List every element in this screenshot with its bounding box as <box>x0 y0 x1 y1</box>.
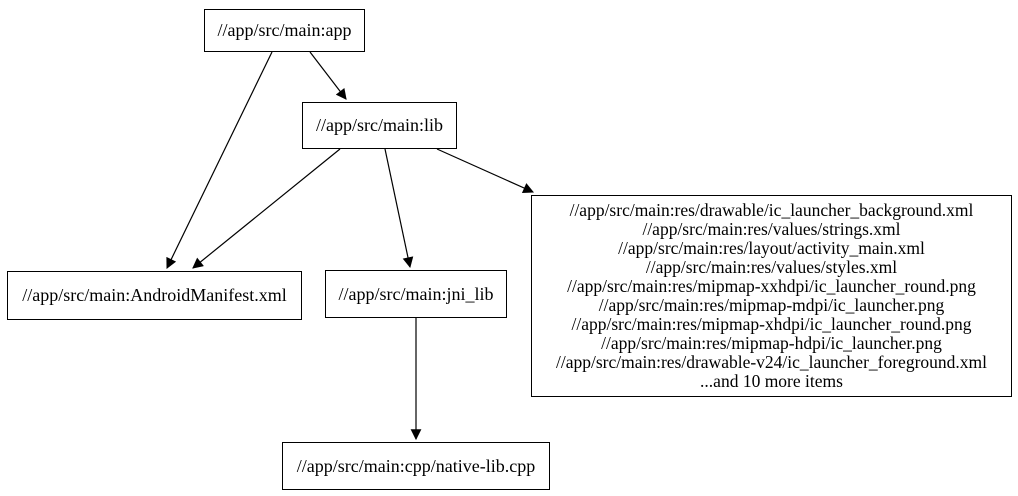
res-file-line: //app/src/main:res/mipmap-xxhdpi/ic_laun… <box>567 276 976 296</box>
edge-lib-to-manifest <box>192 148 341 269</box>
res-file-line: //app/src/main:res/values/styles.xml <box>645 257 898 277</box>
res-file-line: //app/src/main:res/layout/activity_main.… <box>618 238 925 258</box>
edge-app-to-lib <box>309 51 347 100</box>
node-jni-lib-target: //app/src/main:jni_lib <box>325 270 507 318</box>
node-res-group: //app/src/main:res/drawable/ic_launcher_… <box>531 195 1012 397</box>
node-lib-target: //app/src/main:lib <box>302 102 457 149</box>
res-file-line: //app/src/main:res/drawable/ic_launcher_… <box>569 200 974 220</box>
node-android-manifest: //app/src/main:AndroidManifest.xml <box>7 271 302 320</box>
res-file-line: //app/src/main:res/mipmap-mdpi/ic_launch… <box>598 295 945 315</box>
node-app-target: //app/src/main:app <box>204 9 365 52</box>
res-file-line: //app/src/main:res/mipmap-hdpi/ic_launch… <box>601 333 942 353</box>
edge-lib-to-res-group <box>436 148 534 193</box>
res-file-line: //app/src/main:res/values/strings.xml <box>642 219 901 239</box>
res-file-line: //app/src/main:res/mipmap-xhdpi/ic_launc… <box>571 314 972 334</box>
node-native-lib-cpp: //app/src/main:cpp/native-lib.cpp <box>282 442 550 490</box>
edge-app-to-manifest <box>166 51 273 269</box>
edge-lib-to-jni-lib <box>384 148 414 269</box>
res-group-more-items: ...and 10 more items <box>700 371 843 391</box>
res-file-line: //app/src/main:res/drawable-v24/ic_launc… <box>555 352 988 372</box>
